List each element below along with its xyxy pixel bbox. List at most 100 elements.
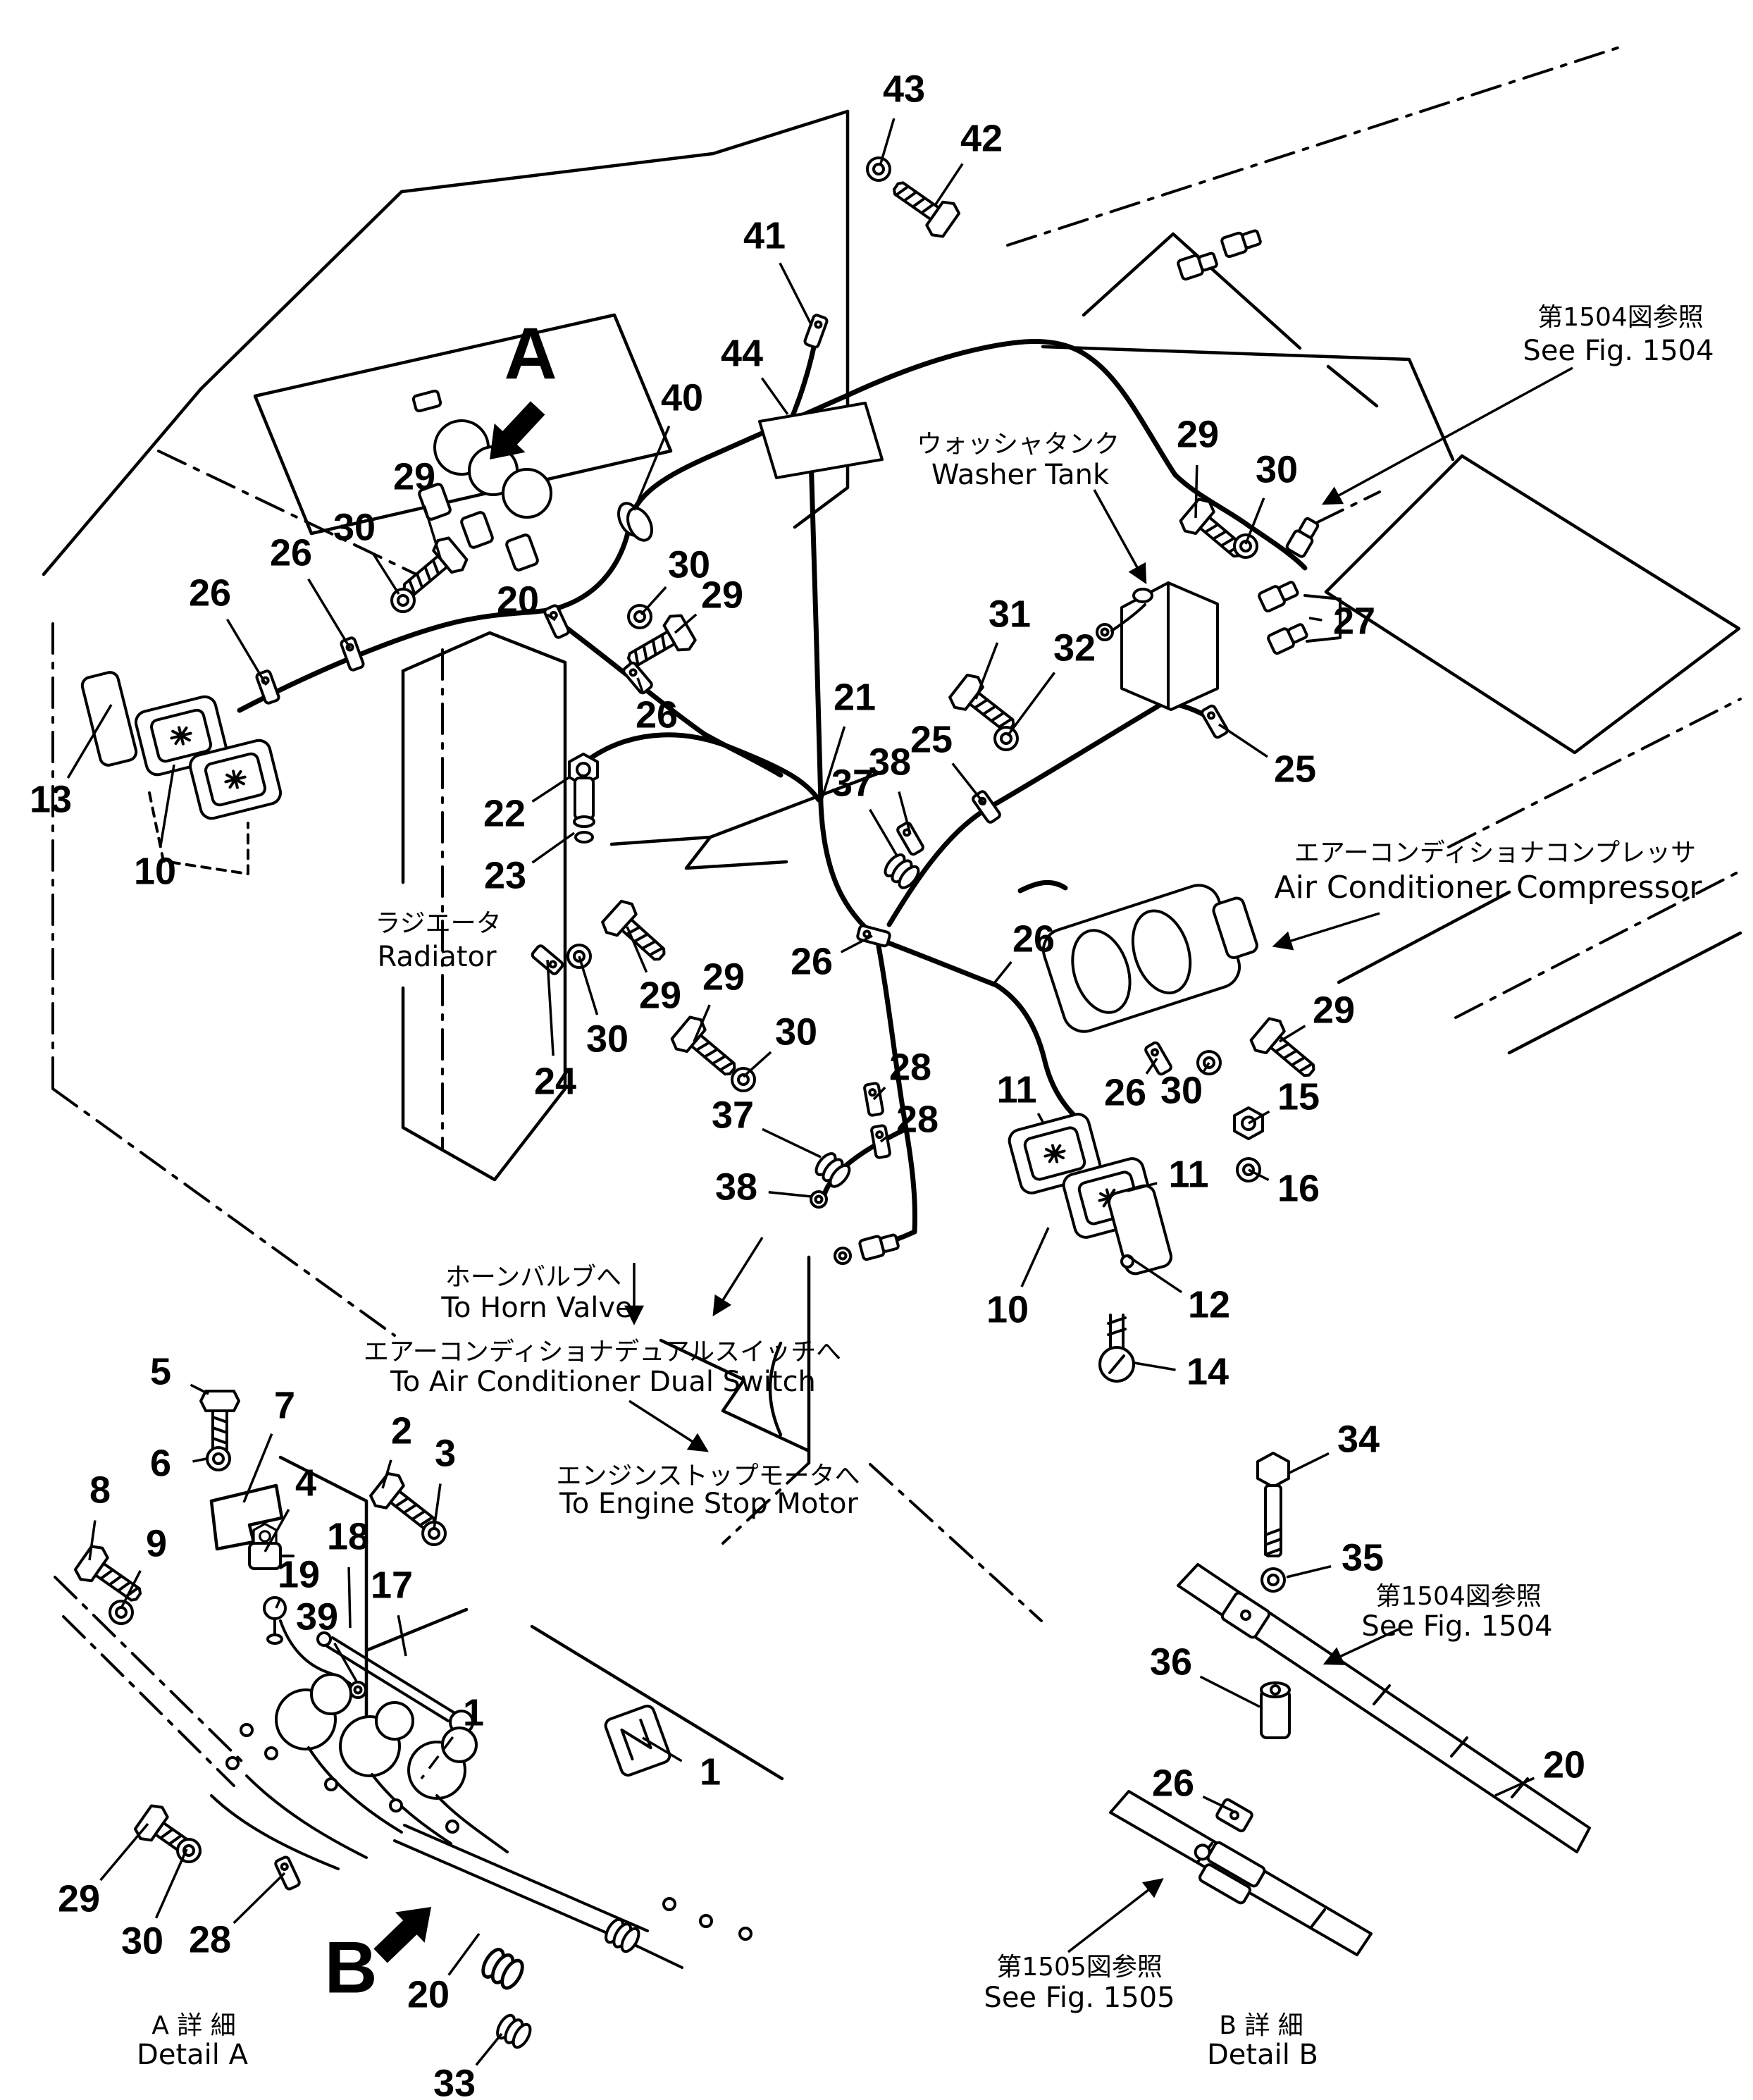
callout-29: 29 [58,1877,100,1920]
washer-tank-arrow [1093,489,1147,585]
machine-body-outline [42,44,1742,1787]
clip-26 [339,635,366,673]
leader-line [1202,1796,1234,1812]
see-fig-1504-top-arrow [1321,366,1573,505]
leader-line [993,961,1012,984]
callout-9: 9 [146,1522,167,1564]
leader-line [636,677,644,693]
leader-line [1194,464,1198,519]
oring-23 [574,831,594,844]
leader-line [1202,1062,1210,1073]
knob-19 [263,1596,287,1645]
callout-20: 20 [1543,1743,1585,1786]
bolt-34 [1256,1452,1290,1557]
clip-28 [273,1854,302,1892]
callout-44: 44 [721,332,763,374]
washer-6 [206,1446,231,1471]
leader-line [99,1822,149,1882]
ring-terminal [834,1247,852,1265]
see-fig-1504-top-jp: 第1504図参照 [1537,303,1704,332]
callout-30: 30 [1160,1069,1203,1111]
leader-line [779,262,813,326]
radiator-en: Radiator [377,941,497,973]
see-fig-1504-top-en: See Fig. 1504 [1523,335,1714,367]
detail-b-en: Detail B [1207,2039,1318,2071]
bar-see-fig-1505 [1109,1790,1373,1956]
lamp-group-right [1005,1110,1172,1276]
leader-line [226,618,268,686]
compressor-arrow [1272,912,1380,951]
leader-line [1244,498,1265,545]
clip-20 [542,603,571,641]
leader-line [819,726,846,803]
leader-line [578,956,599,1015]
callout-37: 37 [712,1094,754,1136]
callout-14: 14 [1187,1350,1229,1392]
callout-10: 10 [986,1288,1029,1330]
leader-line [869,808,899,858]
leader-line [1145,1058,1158,1075]
callout-36: 36 [1150,1641,1192,1683]
leader-line [642,1736,683,1762]
callout-18: 18 [327,1515,369,1557]
text-labels: A B 第1504図参照 See Fig. 1504 ウォッシャタンク Wash… [137,303,1714,2071]
leader-line [760,377,789,416]
clip-38 [895,820,926,858]
callout-7: 7 [274,1384,295,1426]
screw-14 [1098,1314,1135,1383]
callout-20: 20 [497,579,539,621]
callout-4: 4 [295,1462,316,1504]
view-a-letter: A [504,313,557,395]
leader-line [1127,1182,1158,1192]
leader-line [397,1614,407,1657]
callout-35: 35 [1342,1536,1384,1579]
callout-21: 21 [834,676,876,718]
callout-26: 26 [1104,1071,1146,1113]
leader-line [88,1520,97,1561]
bolt-29 [130,1800,211,1873]
leader-line [447,1932,481,1976]
washer-tank-jp: ウォッシャタンク [917,430,1120,459]
leader-line [1134,1361,1176,1371]
leader-line [1218,723,1268,758]
dual-switch-en: To Air Conditioner Dual Switch [390,1366,816,1398]
leader-line [242,1433,273,1503]
ring-terminal [349,1681,367,1699]
compressor-en: Air Conditioner Compressor [1275,870,1703,906]
leader-line [120,1569,142,1609]
leader-line [371,552,400,595]
horn-valve-jp: ホーンバルブへ [445,1263,621,1292]
ac-compressor [1041,884,1258,1033]
see-fig-1504-right-jp: 第1504図参照 [1375,1582,1542,1611]
leader-line [1006,672,1055,737]
radiator-jp: ラジエータ [375,909,501,938]
callout-29: 29 [1177,413,1219,455]
view-b-letter: B [324,1927,377,2008]
leader-line [872,1086,886,1101]
leader-line [347,1567,352,1629]
callout-15: 15 [1277,1075,1320,1118]
callout-28: 28 [896,1098,939,1140]
callout-26: 26 [189,572,231,614]
callout-2: 2 [391,1409,412,1452]
leader-line [381,1459,392,1489]
bolt-29 [597,896,676,972]
callout-17: 17 [371,1564,413,1606]
leader-line [633,425,671,511]
callout-25: 25 [910,718,953,760]
dual-switch-jp: エアーコンディショナデュアルスイッチへ [364,1338,841,1366]
leader-line [66,704,113,779]
leader-line [934,163,964,205]
callout-12: 12 [1188,1283,1230,1326]
callout-6: 6 [150,1442,171,1484]
washer-43 [866,156,891,182]
callout-22: 22 [483,792,526,834]
detail-a-harness-bar [393,1824,683,1969]
callout-16: 16 [1277,1167,1320,1209]
callout-33: 33 [433,2062,476,2100]
callout-30: 30 [668,543,710,586]
callout-30: 30 [333,506,376,548]
callout-24: 24 [534,1060,576,1102]
leader-line [768,1190,812,1198]
callout-29: 29 [393,455,435,498]
